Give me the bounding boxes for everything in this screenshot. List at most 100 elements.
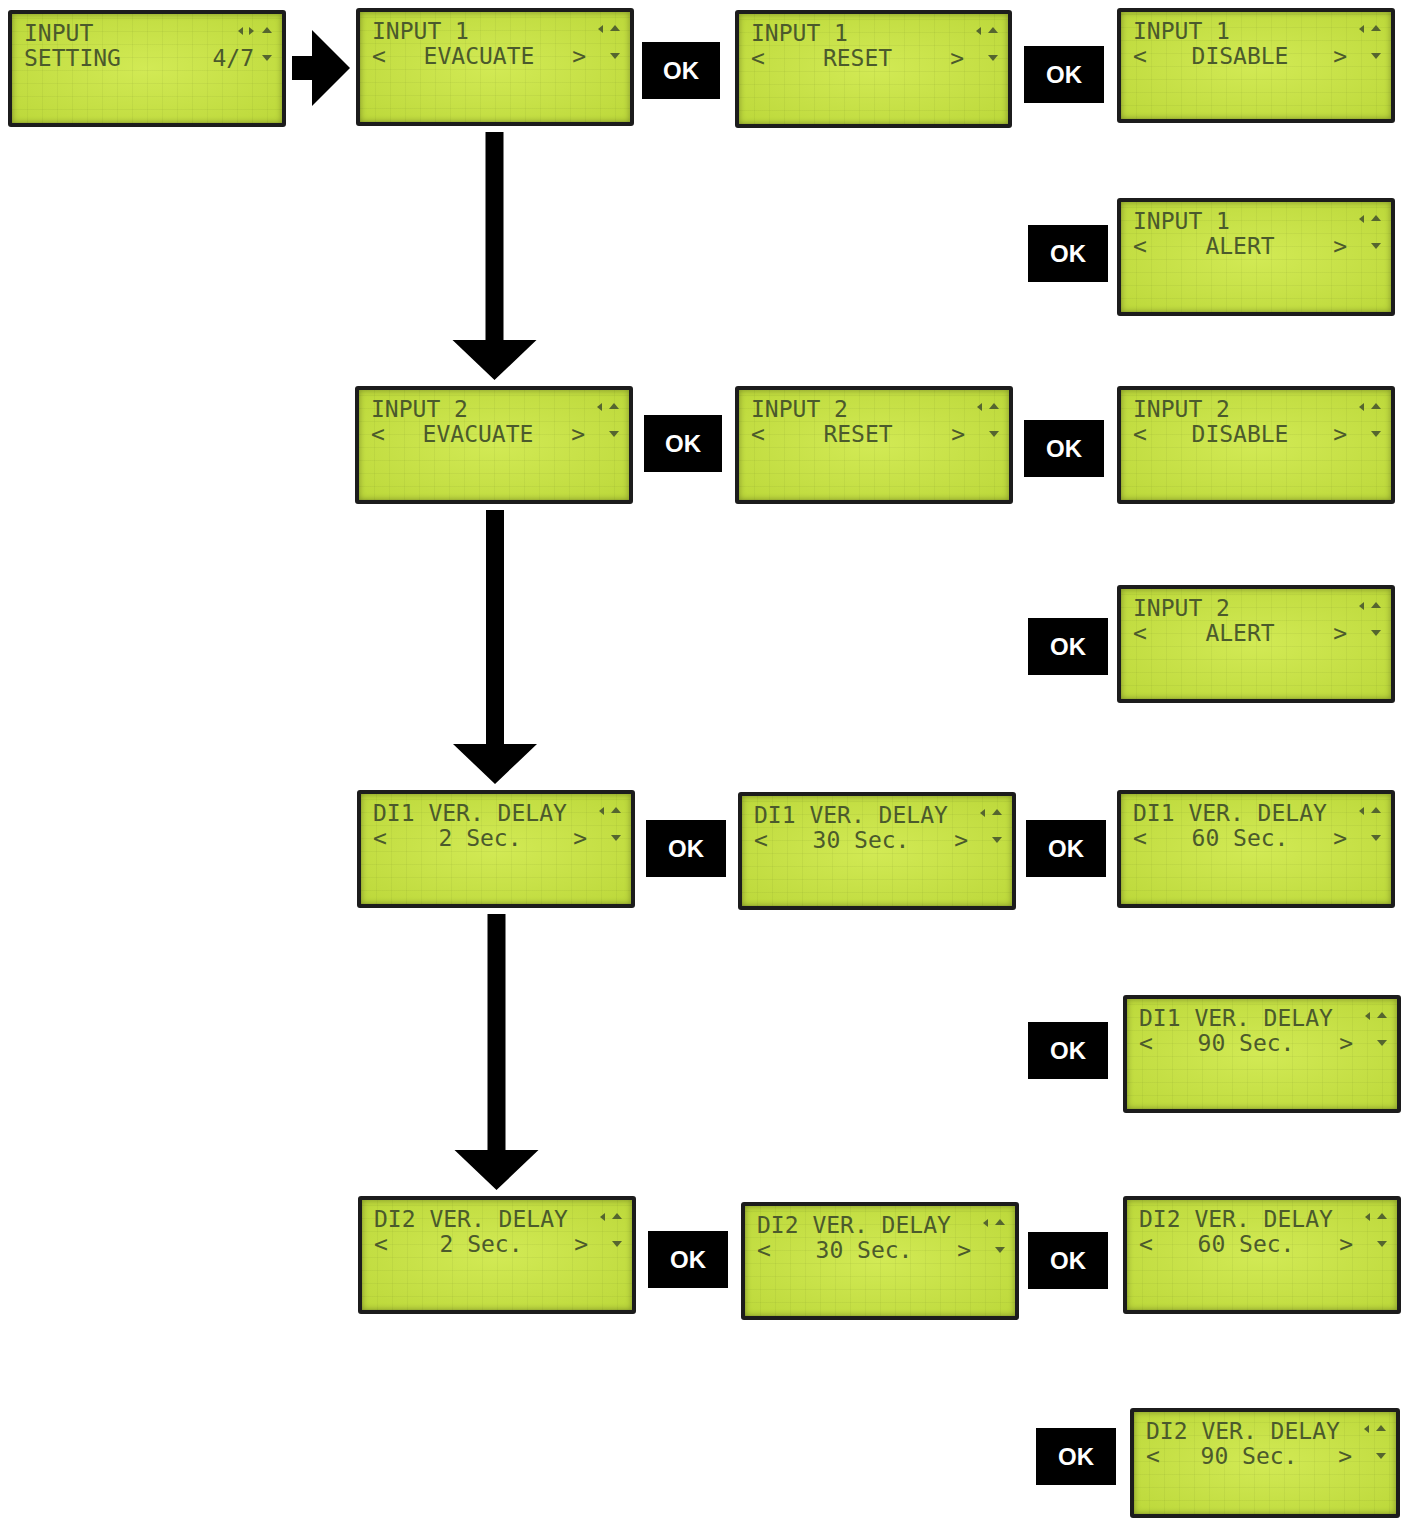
lcd-text: EVACUATE [386, 44, 572, 68]
lcd-screen: INPUT 1<DISABLE> [1117, 8, 1395, 123]
button-label: OK [1050, 242, 1086, 266]
arrow-shape [292, 30, 350, 106]
ok-button: OK [1028, 1232, 1108, 1289]
lcd-text: SETTING [24, 46, 121, 70]
lcd-line: DI2 VER. DELAY [362, 1206, 632, 1231]
lcd-line: <EVACUATE> [360, 43, 630, 68]
ok-button: OK [1036, 1428, 1116, 1485]
ok-button: OK [644, 415, 722, 472]
nav-icon [995, 1219, 1005, 1225]
lcd-text: 60 Sec. [1147, 826, 1333, 850]
lcd-line: DI2 VER. DELAY [1134, 1418, 1396, 1443]
lcd-line: INPUT 1 [1121, 208, 1391, 233]
nav-icon [1371, 431, 1381, 437]
nav-icon [262, 27, 272, 33]
lcd-screen: INPUT 1<EVACUATE> [356, 8, 634, 126]
lcd-text: > [1333, 44, 1347, 68]
lcd-line: DI2 VER. DELAY [1127, 1206, 1397, 1231]
nav-icon [1365, 1012, 1370, 1020]
lcd-line: INPUT 1 [1121, 18, 1391, 43]
button-label: OK [1050, 635, 1086, 659]
lcd-line: INPUT 2 [1121, 595, 1391, 620]
lcd-text: RESET [765, 422, 951, 446]
lcd-text: 2 Sec. [388, 1232, 574, 1256]
nav-icon [262, 55, 272, 61]
lcd-text: < [1133, 422, 1147, 446]
lcd-text: < [1133, 234, 1147, 258]
lcd-text: > [1339, 1232, 1353, 1256]
lcd-line: DI1 VER. DELAY [361, 800, 631, 825]
lcd-text: DI1 VER. DELAY [1139, 1006, 1333, 1030]
nav-icon [988, 27, 998, 33]
lcd-text: DISABLE [1147, 422, 1333, 446]
button-label: OK [1046, 437, 1082, 461]
lcd-text: < [1139, 1031, 1153, 1055]
nav-icon [983, 1219, 988, 1227]
lcd-text: DI1 VER. DELAY [754, 803, 948, 827]
lcd-text: ALERT [1147, 621, 1333, 645]
nav-icon [1359, 215, 1364, 223]
nav-icon [1376, 1453, 1386, 1459]
lcd-line: DI2 VER. DELAY [745, 1212, 1015, 1237]
nav-icon [1371, 835, 1381, 841]
lcd-text: INPUT 1 [1133, 19, 1230, 43]
nav-icon [249, 27, 254, 35]
nav-icon [610, 25, 620, 31]
nav-icon [1377, 1012, 1387, 1018]
lcd-screen: INPUT 2<DISABLE> [1117, 386, 1395, 504]
arrow-shape [453, 132, 537, 380]
lcd-text: > [951, 422, 965, 446]
nav-icon [609, 431, 619, 437]
lcd-text: < [1133, 44, 1147, 68]
lcd-text: > [1333, 826, 1347, 850]
lcd-text: > [957, 1238, 971, 1262]
ok-button: OK [1028, 618, 1108, 675]
lcd-screen: DI1 VER. DELAY<30 Sec.> [738, 792, 1016, 910]
lcd-text: < [1133, 826, 1147, 850]
lcd-text: DI2 VER. DELAY [1139, 1207, 1333, 1231]
ok-button: OK [1028, 1022, 1108, 1079]
button-label: OK [665, 432, 701, 456]
lcd-text: 4/7 [212, 46, 254, 70]
lcd-text: INPUT [24, 21, 93, 45]
lcd-line: DI1 VER. DELAY [1121, 800, 1391, 825]
lcd-screen: INPUT 1<ALERT> [1117, 198, 1395, 316]
nav-icon [610, 53, 620, 59]
nav-icon [1376, 1425, 1386, 1431]
lcd-line: <90 Sec.> [1127, 1030, 1397, 1055]
lcd-text: INPUT 1 [1133, 209, 1230, 233]
nav-icon [1364, 1425, 1369, 1433]
lcd-text: DI1 VER. DELAY [373, 801, 567, 825]
lcd-line: <DISABLE> [1121, 43, 1391, 68]
nav-icon [1377, 1213, 1387, 1219]
lcd-screen: INPUTSETTING 4/7 [8, 10, 286, 127]
ok-button: OK [648, 1231, 728, 1288]
lcd-text: INPUT 2 [371, 397, 468, 421]
nav-icon [1377, 1241, 1387, 1247]
lcd-line: <RESET> [739, 421, 1009, 446]
lcd-text: < [751, 46, 765, 70]
button-label: OK [670, 1248, 706, 1272]
lcd-text: DISABLE [1147, 44, 1333, 68]
lcd-text: < [1139, 1232, 1153, 1256]
nav-icon [238, 27, 243, 35]
lcd-line: <30 Sec.> [742, 827, 1012, 852]
nav-icon [988, 55, 998, 61]
lcd-line: <EVACUATE> [359, 421, 629, 446]
lcd-text: INPUT 2 [751, 397, 848, 421]
ok-button: OK [646, 820, 726, 877]
lcd-text: DI2 VER. DELAY [757, 1213, 951, 1237]
nav-icon [1371, 403, 1381, 409]
lcd-line: INPUT 2 [1121, 396, 1391, 421]
lcd-screen: DI1 VER. DELAY<2 Sec.> [357, 790, 635, 908]
nav-icon [1359, 602, 1364, 610]
lcd-text: > [1333, 234, 1347, 258]
nav-icon [989, 431, 999, 437]
lcd-text: > [1338, 1444, 1352, 1468]
button-label: OK [1050, 1039, 1086, 1063]
lcd-line: <2 Sec.> [361, 825, 631, 850]
lcd-screen: DI1 VER. DELAY<60 Sec.> [1117, 790, 1395, 908]
nav-icon [992, 809, 1002, 815]
nav-icon [1371, 53, 1381, 59]
button-label: OK [1058, 1445, 1094, 1469]
